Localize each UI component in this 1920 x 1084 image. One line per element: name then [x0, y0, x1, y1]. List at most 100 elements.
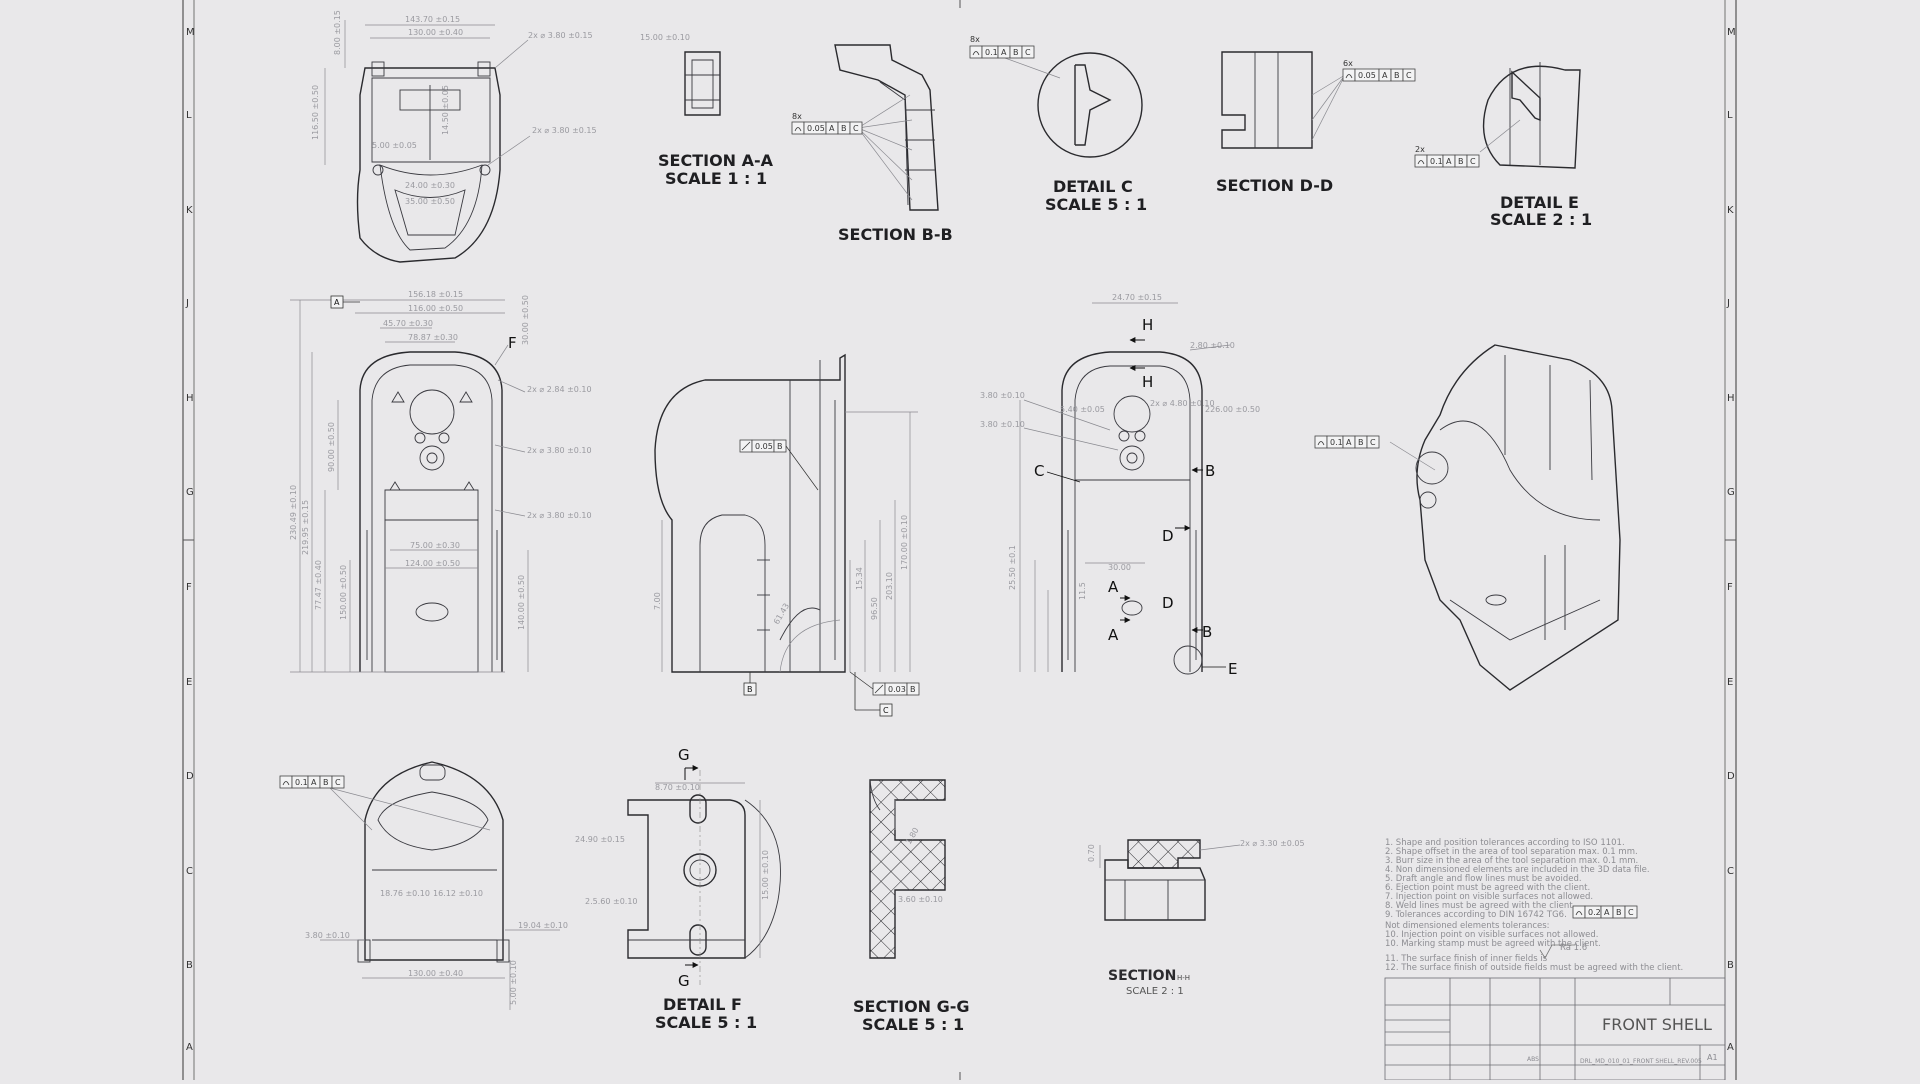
zone-left-k: K: [186, 205, 193, 216]
side-view-dim-6: 61.43: [772, 602, 791, 626]
section-aa-title: SECTION A-A: [658, 151, 774, 170]
notes-block: 1. Shape and position tolerances accordi…: [1385, 838, 1683, 973]
gdt-side-view-bottom: 0.03 B: [849, 671, 920, 696]
note-10: Not dimensioned elements tolerances:: [1385, 921, 1550, 931]
gdt-detail-e-datum-b: B: [1458, 157, 1464, 166]
gdt-iso-datum-b: B: [1358, 438, 1364, 447]
gdt-notes-value: 0.2: [1588, 908, 1601, 917]
callout-b-lower: B: [1202, 623, 1212, 641]
section-aa-view: 15.00 ±0.10 SECTION A-A SCALE 1 : 1: [640, 33, 774, 188]
gdt-section-dd-datum-c: C: [1406, 71, 1412, 80]
detail-c-scale: SCALE 5 : 1: [1045, 195, 1147, 214]
top-view-dim-5: 2x ⌀ 3.80 ±0.15: [528, 31, 593, 40]
top-view-dim-6: 2x ⌀ 3.80 ±0.15: [532, 126, 597, 135]
rear-view-dim-9: 30.00: [1108, 563, 1131, 572]
top-view: 143.70 ±0.15 130.00 ±0.40 116.50 ±0.50 8…: [311, 10, 597, 263]
gdt-detail-e: 2x 0.1 A B C: [1414, 145, 1480, 168]
rear-view-dim-6: 2x ⌀ 4.80 ±0.10: [1150, 399, 1215, 408]
rear-view-dim-1: 24.70 ±0.15: [1112, 293, 1162, 302]
note-8: 8. Weld lines must be agreed with the cl…: [1385, 901, 1575, 911]
zone-left-a: A: [186, 1042, 193, 1053]
title-block-title: FRONT SHELL: [1602, 1015, 1712, 1034]
section-hh-dim-2: 0.70: [1087, 844, 1096, 862]
gdt-notes: 0.2 A B C: [1572, 905, 1638, 919]
zone-right-m: M: [1727, 27, 1736, 38]
callout-h-top: H: [1142, 316, 1153, 334]
zone-right-j: J: [1726, 298, 1730, 309]
front-view-dim-13: 90.00 ±0.50: [327, 422, 336, 472]
zone-labels-right: M L K J H G F E D C B A: [1726, 27, 1736, 1053]
callout-e: E: [1228, 660, 1237, 678]
front-view-dim-12: 77.47 ±0.40: [314, 560, 323, 610]
gdt-detail-e-count: 2x: [1415, 145, 1425, 154]
gdt-section-bb-datum-a: A: [829, 124, 835, 133]
isometric-view: 0.1 A B C: [1314, 344, 1621, 691]
front-view-dim-9: 124.00 ±0.50: [405, 559, 460, 568]
note-14: 12. The surface finish of outside fields…: [1385, 963, 1683, 973]
front-view-dim-1: 156.18 ±0.15: [408, 290, 463, 299]
callout-d-lower: D: [1162, 594, 1174, 612]
rear-view-dim-8: 25.50 ±0.1: [1008, 545, 1017, 590]
callout-d-upper: D: [1162, 527, 1174, 545]
zone-left-e: E: [186, 677, 192, 688]
front-view-dim-10: 230.49 ±0.10: [289, 485, 298, 540]
datum-c-flag-label: C: [883, 706, 889, 715]
section-gg-scale: SCALE 5 : 1: [862, 1015, 964, 1034]
datum-a-flag-label: A: [334, 298, 340, 307]
bottom-view-dim-5: 130.00 ±0.40: [408, 969, 463, 978]
title-block-size: A1: [1707, 1053, 1718, 1062]
detail-e-view: 2x 0.1 A B C DETAIL E SCALE 2 : 1: [1414, 62, 1592, 229]
rear-view-dim-4: 3.80 ±0.10: [980, 420, 1025, 429]
bottom-view-dim-1: 18.76 ±0.10: [380, 889, 430, 898]
zone-right-e: E: [1727, 677, 1733, 688]
top-view-dim-3: 116.50 ±0.50: [311, 85, 320, 140]
detail-f-dim-3: 2.5.60 ±0.10: [585, 897, 638, 906]
top-view-dim-10: 14.50 ±0.05: [441, 85, 450, 135]
front-view-dim-2: 116.00 ±0.50: [408, 304, 463, 313]
zone-left-b: B: [186, 960, 193, 971]
gdt-detail-c-count: 8x: [970, 35, 980, 44]
gdt-bottom-value: 0.1: [295, 778, 308, 787]
section-bb-view: 8x 0.05 A B C SECTION B-B: [791, 44, 953, 244]
gdt-detail-c-datum-c: C: [1025, 48, 1031, 57]
zone-left-m: M: [186, 27, 195, 38]
zone-labels-left: M L K J H G F E D C B A: [185, 27, 195, 1053]
rear-view: 24.70 ±0.15 2.80 ±0.10 3.80 ±0.10 3.80 ±…: [980, 293, 1260, 678]
gdt-side-bottom-value: 0.03: [888, 685, 906, 694]
rear-view-dim-5: 5.40 ±0.05: [1060, 405, 1105, 414]
callout-c: C: [1034, 462, 1044, 480]
callout-a-lower: A: [1108, 626, 1119, 644]
gdt-detail-c: 8x 0.1 A B C: [969, 35, 1035, 59]
section-bb-title: SECTION B-B: [838, 225, 953, 244]
front-view-dim-8: 75.00 ±0.30: [410, 541, 460, 550]
section-gg-dim-2: 3.60 ±0.10: [898, 895, 943, 904]
section-gg-title: SECTION G-G: [853, 997, 970, 1016]
note-roughness: Ra 1.6: [1560, 943, 1587, 953]
bottom-view-dim-6: 5.00 ±0.10: [509, 960, 518, 1005]
zone-left-d: D: [186, 771, 194, 782]
title-block-material: ABS: [1527, 1056, 1539, 1063]
note-6: 6. Ejection point must be agreed with th…: [1385, 883, 1590, 893]
gdt-section-bb-datum-b: B: [841, 124, 847, 133]
gdt-iso-datum-c: C: [1370, 438, 1376, 447]
gdt-notes-datum-b: B: [1616, 908, 1622, 917]
callout-g-top: G: [678, 746, 690, 764]
side-view-dim-3: 96.50: [870, 597, 879, 620]
zone-left-l: L: [186, 110, 192, 121]
top-view-dim-2: 130.00 ±0.40: [408, 28, 463, 37]
detail-c-view: 8x 0.1 A B C DETAIL C SCALE 5 : 1: [969, 35, 1147, 214]
section-hh-suffix: H-H: [1177, 974, 1190, 982]
front-view-dim-16: 30.00 ±0.50: [521, 295, 530, 345]
gdt-bottom-datum-a: A: [311, 778, 317, 787]
section-hh-dim-1: 2x ⌀ 3.30 ±0.05: [1240, 839, 1305, 848]
zone-right-b: B: [1727, 960, 1734, 971]
datum-a-flag: A: [330, 295, 360, 309]
front-view: A 156.18 ±0.15 116.00 ±0.50 45.70 ±0.30 …: [289, 290, 592, 673]
zone-left-j: J: [185, 298, 189, 309]
zone-right-h: H: [1727, 393, 1735, 404]
front-view-dim-5: 2x ⌀ 2.84 ±0.10: [527, 385, 592, 394]
rear-view-dim-7: 226.00 ±0.50: [1205, 405, 1260, 414]
rear-view-dim-3: 3.80 ±0.10: [980, 391, 1025, 400]
note-12: 10. Marking stamp must be agreed with th…: [1385, 939, 1601, 949]
